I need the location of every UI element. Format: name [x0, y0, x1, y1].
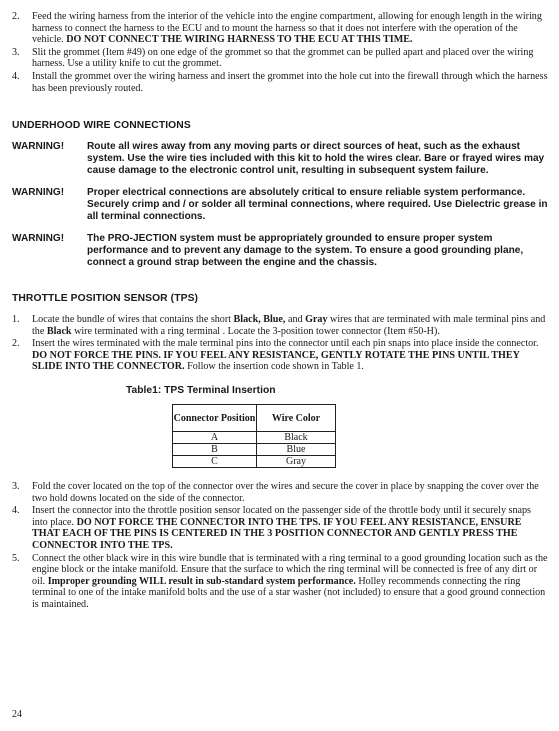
table-cell: Blue — [256, 443, 336, 456]
table-caption: Table1: TPS Terminal Insertion — [126, 385, 276, 396]
step-text: Slit the grommet (Item #49) on one edge … — [32, 46, 534, 70]
step-warning-text: Improper grounding WILL result in sub-st… — [47, 575, 356, 587]
tps-steps-1-2: 1. Locate the bundle of wires that conta… — [0, 314, 548, 373]
section-heading-tps: THROTTLE POSITION SENSOR (TPS) — [12, 293, 199, 304]
table-row: B Blue — [172, 443, 336, 456]
table-row: C Gray — [172, 455, 336, 468]
warning-text: Route all wires away from any moving par… — [87, 141, 545, 177]
list-item: 5. Connect the other black wire in this … — [12, 552, 548, 610]
step-text: Feed the wiring harness from the interio… — [32, 11, 542, 46]
table-cell: Gray — [256, 455, 336, 468]
warning-label: WARNING! — [12, 187, 65, 198]
column-header: Wire Color — [256, 404, 336, 432]
list-item: 4. Insert the connector into the throttl… — [12, 505, 531, 551]
step-warning-text: DO NOT FORCE THE PINS. IF YOU FEEL ANY R… — [32, 349, 520, 373]
warning-block: WARNING! Proper electrical connections a… — [12, 187, 552, 224]
warning-label: WARNING! — [12, 233, 65, 244]
table-cell: C — [172, 455, 257, 468]
warning-block: WARNING! Route all wires away from any m… — [12, 141, 552, 178]
tps-terminal-table: Connector Position Wire Color A Black B … — [172, 404, 336, 468]
step-warning-text: DO NOT FORCE THE CONNECTOR INTO THE TPS.… — [32, 516, 522, 551]
warning-block: WARNING! The PRO-JECTION system must be … — [12, 233, 552, 270]
table-cell: A — [172, 431, 257, 444]
list-item: 2. Feed the wiring harness from the inte… — [12, 11, 542, 46]
table-header-row: Connector Position Wire Color — [172, 404, 336, 432]
list-item: 3. Slit the grommet (Item #49) on one ed… — [0, 47, 548, 70]
step-text: Install the grommet over the wiring harn… — [32, 70, 548, 94]
list-item: 3. Fold the cover located on the top of … — [12, 481, 539, 504]
table-cell: Black — [256, 431, 336, 444]
warning-label: WARNING! — [12, 141, 65, 152]
tps-steps-3-5: 3. Fold the cover located on the top of … — [0, 481, 548, 611]
warning-text: Proper electrical connections are absolu… — [87, 187, 548, 223]
list-item: 4. Install the grommet over the wiring h… — [12, 70, 548, 94]
list-item: 2. Insert the wires terminated with the … — [12, 338, 539, 373]
intro-steps: 2. Feed the wiring harness from the inte… — [0, 11, 548, 94]
list-item: 1. Locate the bundle of wires that conta… — [12, 314, 546, 337]
section-heading-underhood: UNDERHOOD WIRE CONNECTIONS — [12, 120, 191, 131]
table-cell: B — [172, 443, 257, 456]
step-warning-text: DO NOT CONNECT THE WIRING HARNESS TO THE… — [66, 34, 413, 46]
column-header: Connector Position — [172, 404, 257, 432]
warning-text: The PRO-JECTION system must be appropria… — [87, 233, 524, 269]
table-row: A Black — [172, 431, 336, 444]
page-number: 24 — [12, 709, 22, 720]
